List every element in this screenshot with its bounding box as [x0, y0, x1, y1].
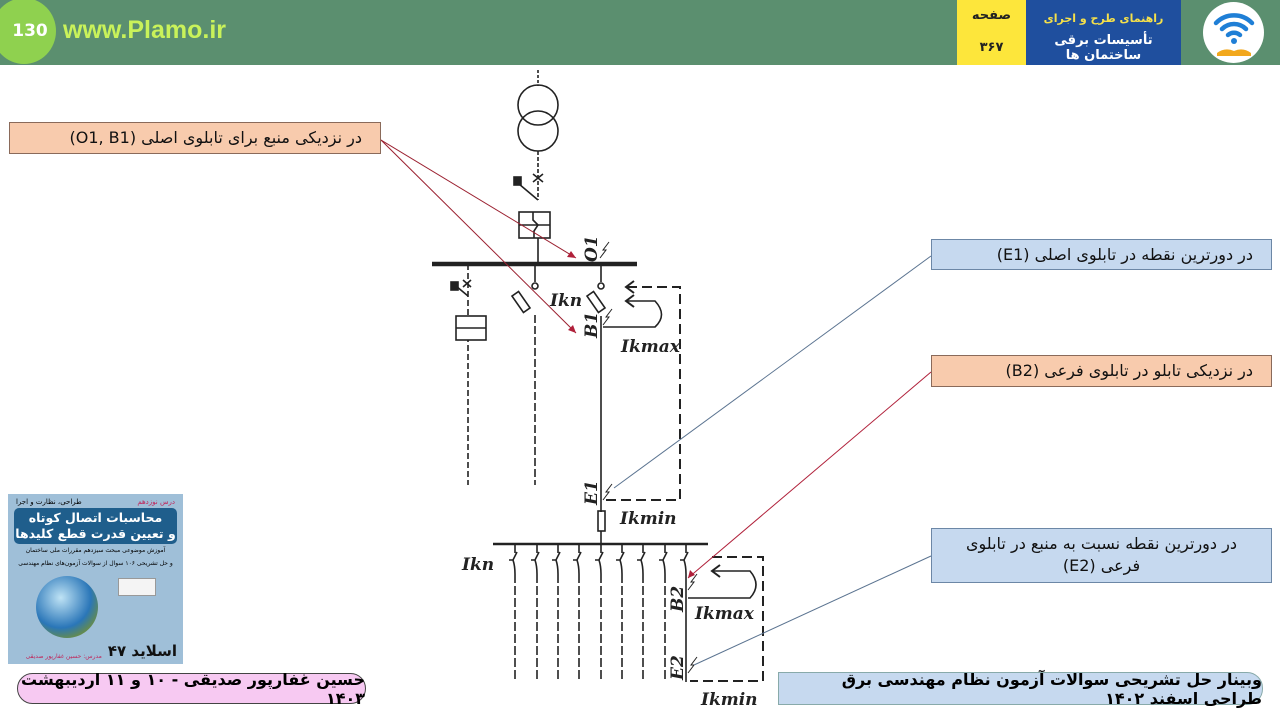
footer-webinar-text: وبینار حل تشریحی سوالات آزمون نظام مهندس… [841, 669, 1262, 708]
label-ikn-main: Ikn [549, 291, 582, 311]
footer-author-date: حسین غفارپور صدیقی - ۱۰ و ۱۱ اردیبهشت ۱۴… [17, 670, 366, 708]
slide-number-badge: 130 [0, 0, 56, 64]
label-E1: E1 [582, 480, 602, 506]
branch-switch [595, 544, 604, 575]
branch-switch [637, 544, 646, 575]
book-title-line2: تأسیسات برقی ساختمان ها [1054, 33, 1153, 63]
callout-text: در نزدیکی منبع برای تابلوی اصلی (O1, B1) [69, 128, 362, 147]
label-B1: B1 [582, 312, 602, 339]
branch-switch [552, 544, 561, 575]
book-title-line1: راهنمای طرح و اجرای [1043, 12, 1164, 25]
cover-title-2: و تعیین قدرت قطع کلیدها [15, 526, 176, 541]
branch-switch [509, 544, 518, 575]
label-ikmax-sub: Ikmax [694, 604, 755, 624]
diagram-lines [432, 70, 764, 682]
page-number: ۳۶۷ [979, 40, 1004, 55]
course-cover-image: درس نوزدهم طراحی، نظارت و اجرا محاسبات ا… [8, 494, 183, 664]
label-ikmin-main: Ikmin [619, 509, 677, 529]
footer-author-text: حسین غفارپور صدیقی - ۱۰ و ۱۱ اردیبهشت ۱۴… [21, 669, 365, 708]
socket-icon [118, 578, 156, 596]
transformer-icon [517, 84, 559, 126]
callout-farthest-sub-panel: در دورترین نقطه نسبت به منبع در تابلوی ف… [931, 528, 1272, 583]
cover-subtitle: طراحی، نظارت و اجرا [16, 498, 82, 506]
callout-near-source-main-panel: در نزدیکی منبع برای تابلوی اصلی (O1, B1) [9, 122, 381, 154]
callout-text: در دورترین نقطه نسبت به منبع در تابلوی ف… [966, 534, 1237, 575]
globe-icon [36, 576, 98, 638]
callout-text: در نزدیکی تابلو در تابلوی فرعی (B2) [1005, 361, 1253, 380]
label-B2: B2 [668, 586, 688, 613]
label-O1: O1 [582, 235, 602, 262]
callout-pointers [380, 139, 932, 666]
page-label: صفحه [971, 8, 1012, 23]
callout-arrowheads [567, 251, 695, 578]
wifi-book-logo-icon [1203, 2, 1264, 63]
cover-desc-2: و حل تشریحی ۱۰۶ سوال از سوالات آزمون‌های… [18, 560, 173, 567]
branch-switch [659, 544, 668, 575]
label-ikn-sub: Ikn [461, 555, 494, 575]
cover-slide-number: اسلاید ۴۷ [107, 642, 177, 660]
page-box: صفحه ۳۶۷ [957, 0, 1026, 65]
label-ikmin-sub: Ikmin [700, 690, 758, 710]
cover-title-1: محاسبات اتصال کوتاه [28, 510, 163, 525]
callout-near-sub-panel: در نزدیکی تابلو در تابلوی فرعی (B2) [931, 355, 1272, 387]
book-title-box: راهنمای طرح و اجرای تأسیسات برقی ساختمان… [1026, 0, 1181, 65]
branch-switch [616, 544, 625, 575]
branch-switch [531, 544, 540, 575]
branch-switch [573, 544, 582, 575]
header-bar: 130 www.Plamo.ir صفحه ۳۶۷ راهنمای طرح و … [0, 0, 1280, 65]
footer-webinar-title: وبینار حل تشریحی سوالات آزمون نظام مهندس… [778, 669, 1263, 708]
fuse-icon [597, 510, 606, 532]
callout-text: در دورترین نقطه در تابلوی اصلی (E1) [996, 245, 1253, 264]
label-ikmax-main: Ikmax [620, 337, 681, 357]
cover-lesson: درس نوزدهم [137, 498, 175, 506]
label-E2: E2 [668, 655, 688, 681]
cover-desc-1: آموزش موضوعی مبحث سیزدهم مقررات ملی ساخت… [25, 547, 166, 554]
branch-switch [680, 544, 689, 575]
cover-teacher: مدرس: حسین غفارپور صدیقی [25, 653, 102, 660]
callout-farthest-main-panel: در دورترین نقطه در تابلوی اصلی (E1) [931, 239, 1272, 270]
site-url[interactable]: www.Plamo.ir [63, 16, 227, 44]
